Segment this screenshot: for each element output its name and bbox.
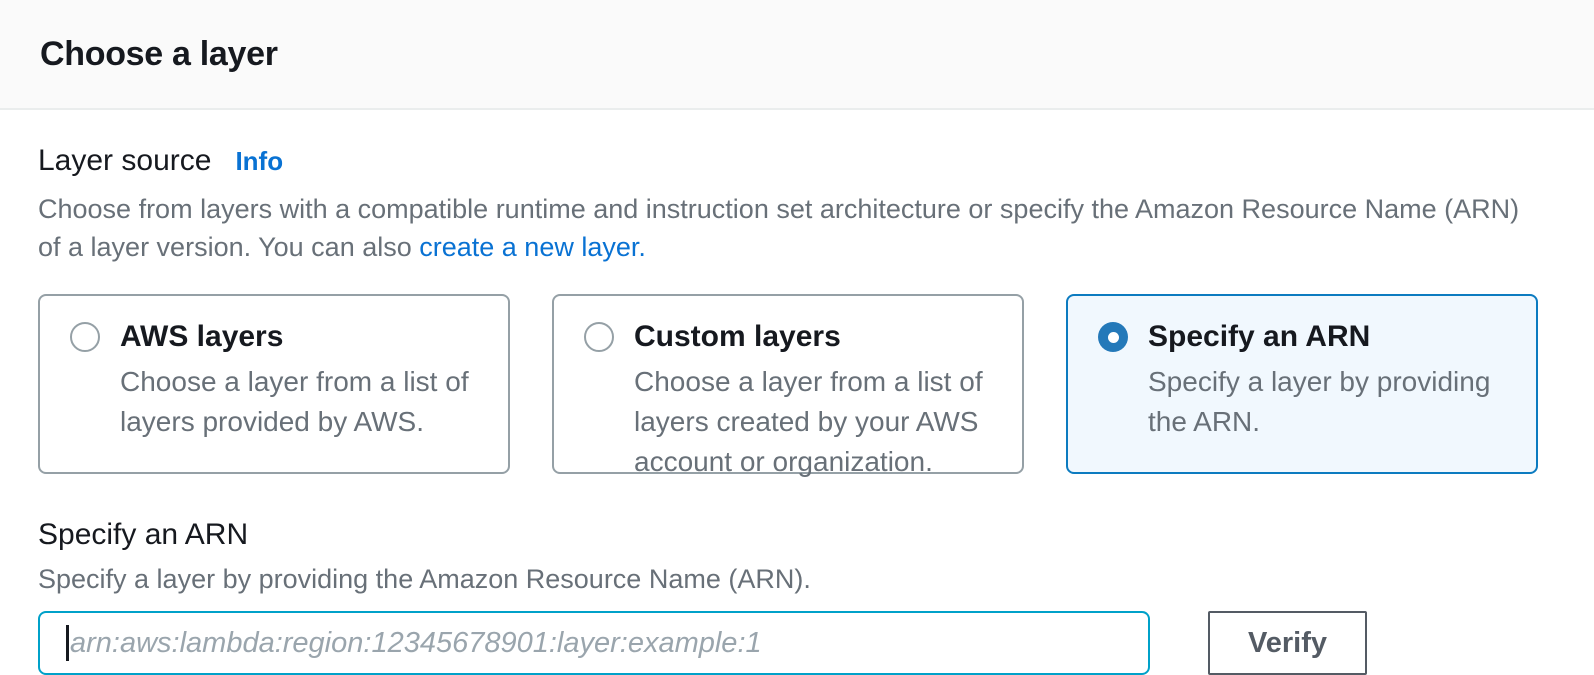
radio-specify-arn[interactable]: [1098, 322, 1128, 352]
arn-input[interactable]: [38, 611, 1150, 675]
radio-aws-layers[interactable]: [70, 322, 100, 352]
option-title: AWS layers: [120, 320, 284, 353]
verify-button[interactable]: Verify: [1208, 611, 1367, 675]
info-link[interactable]: Info: [235, 146, 284, 176]
specify-arn-title: Specify an ARN: [38, 518, 249, 551]
radio-custom-layers[interactable]: [584, 322, 614, 352]
option-card-specify-arn[interactable]: Specify an ARN Specify a layer by provid…: [1066, 294, 1538, 474]
text-caret: [66, 625, 69, 661]
layer-source-description: Choose from layers with a compatible run…: [38, 190, 1528, 266]
option-description: Specify a layer by providing the ARN.: [1148, 366, 1491, 437]
panel-header: Choose a layer: [0, 0, 1594, 110]
page-title: Choose a layer: [40, 34, 278, 73]
option-card-custom-layers[interactable]: Custom layers Choose a layer from a list…: [552, 294, 1024, 477]
specify-arn-section: Specify an ARN Specify a layer by provid…: [38, 518, 1554, 675]
option-description: Choose a layer from a list of layers cre…: [634, 366, 983, 477]
layer-source-label-row: Layer source Info: [38, 144, 1554, 178]
layer-source-label: Layer source: [38, 144, 212, 177]
specify-arn-description: Specify a layer by providing the Amazon …: [38, 564, 811, 594]
option-description: Choose a layer from a list of layers pro…: [120, 366, 469, 437]
option-card-aws-layers[interactable]: AWS layers Choose a layer from a list of…: [38, 294, 510, 474]
option-title: Specify an ARN: [1148, 320, 1371, 353]
panel-content: Layer source Info Choose from layers wit…: [0, 110, 1594, 675]
arn-input-row: Verify: [38, 611, 1554, 675]
option-title: Custom layers: [634, 320, 841, 353]
create-new-layer-link[interactable]: create a new layer.: [419, 232, 646, 262]
layer-source-options: AWS layers Choose a layer from a list of…: [38, 294, 1554, 477]
layer-source-description-text: Choose from layers with a compatible run…: [38, 194, 1520, 262]
